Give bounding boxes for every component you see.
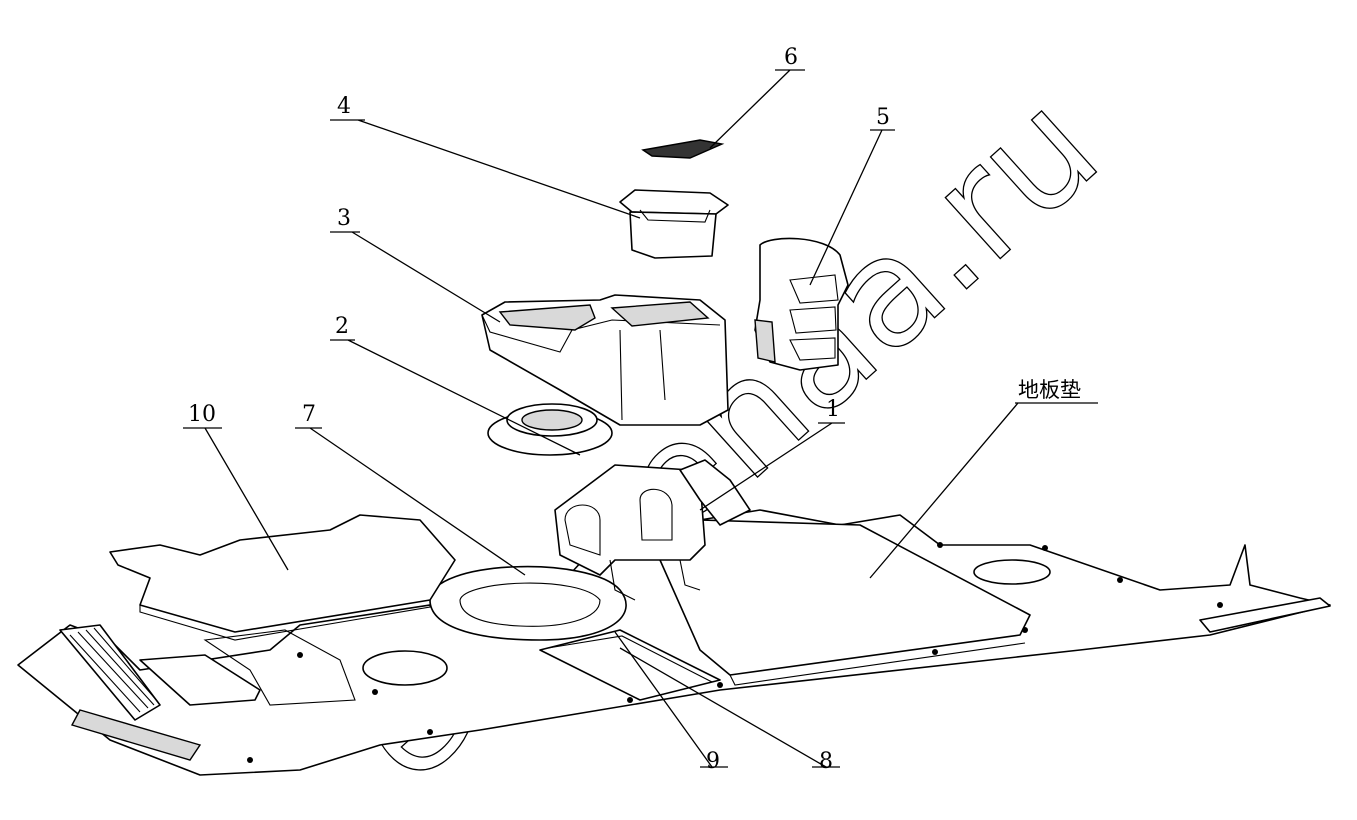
part-4-rim xyxy=(619,189,729,215)
leader-8 xyxy=(619,647,840,768)
right-oval-hole xyxy=(973,559,1051,585)
part-10-left-mat xyxy=(109,514,456,641)
leader-4 xyxy=(330,119,641,219)
leader-7 xyxy=(295,427,526,576)
left-oval-hole xyxy=(362,650,448,686)
rib-lines xyxy=(69,627,159,713)
part-4-body xyxy=(629,211,717,259)
callout-10: 10 xyxy=(188,402,216,427)
part-4-inner xyxy=(639,209,711,223)
tunnel-ring xyxy=(429,565,627,641)
part-5-mount xyxy=(754,319,776,363)
leader-lines xyxy=(183,69,1098,768)
part-5-body xyxy=(754,237,849,371)
leader-10 xyxy=(183,427,289,571)
callout-7: 7 xyxy=(302,402,316,427)
leader-1 xyxy=(699,422,845,511)
part-3-rear-opening xyxy=(610,301,710,327)
callout-labels: 6 4 5 3 2 10 7 1 地板垫 9 8 xyxy=(188,45,1081,774)
part-2-hole xyxy=(521,409,583,431)
callout-2: 2 xyxy=(335,314,349,339)
callout-9: 9 xyxy=(706,749,720,774)
part-1-shape xyxy=(554,464,706,576)
leader-3 xyxy=(330,231,501,323)
callout-1: 1 xyxy=(826,397,840,422)
part-10-edge xyxy=(139,600,431,641)
part-3-console xyxy=(481,294,729,426)
callout-6: 6 xyxy=(784,45,798,70)
callout-floor-mat: 地板垫 xyxy=(1018,378,1081,402)
rear-right-strip xyxy=(1199,597,1331,633)
part-3-side-contour xyxy=(619,329,666,421)
part-10-shape xyxy=(109,514,456,633)
leader-5 xyxy=(809,129,895,286)
leader-floor-mat xyxy=(869,402,1098,579)
right-mat-edge xyxy=(729,642,1026,686)
left-well-outline xyxy=(203,629,356,706)
recess-tray xyxy=(539,629,721,701)
right-mat-panel xyxy=(659,519,1031,676)
part-1-top-shroud xyxy=(679,459,751,526)
front-step xyxy=(139,654,261,706)
floor-mat-part xyxy=(17,509,1331,776)
part-2-ring xyxy=(487,403,613,456)
part-5-cupholder xyxy=(754,237,849,371)
part-1-openings xyxy=(564,488,673,556)
callout-4: 4 xyxy=(337,94,351,119)
callout-8: 8 xyxy=(819,749,833,774)
part-1-legs xyxy=(609,559,701,601)
fastener-dots xyxy=(247,542,1223,763)
callout-5: 5 xyxy=(876,105,890,130)
part-4-box xyxy=(619,189,729,259)
callout-3: 3 xyxy=(337,206,351,231)
leader-6 xyxy=(709,69,805,149)
part-3-cupholder-tray xyxy=(498,304,596,331)
leader-2 xyxy=(330,339,581,456)
front-grille xyxy=(70,709,202,761)
part-6-pad xyxy=(641,139,725,159)
part-5-windows xyxy=(789,274,839,361)
recess-tray-lip xyxy=(547,635,713,683)
part-1-bracket xyxy=(554,459,751,601)
tunnel-inner xyxy=(459,582,601,627)
front-footwell xyxy=(59,624,161,721)
